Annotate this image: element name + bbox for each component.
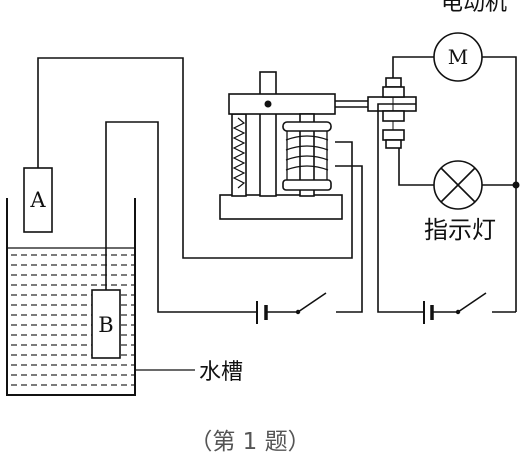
contacts (367, 77, 417, 149)
probe-a-label: A (29, 188, 46, 212)
indicator-lamp (433, 160, 483, 210)
lamp-caption: 指示灯 (424, 216, 496, 244)
motor-label: M (448, 45, 468, 69)
probe-a (23, 57, 353, 259)
motor-caption: 电动机 (441, 0, 507, 16)
control-switch (295, 165, 363, 315)
motor (433, 32, 483, 82)
figure-caption: （第 1 题） (189, 429, 310, 455)
output-switch (455, 292, 487, 315)
output-battery (423, 301, 434, 324)
junction-dot (512, 181, 520, 189)
pivot-dot (264, 100, 272, 108)
probe-b (91, 121, 257, 359)
probe-b-label: B (98, 313, 113, 337)
output-wiring (377, 56, 517, 313)
lower-contact (382, 129, 405, 141)
relay (219, 71, 372, 220)
tank-caption: 水槽 (199, 360, 243, 385)
upper-contact (382, 86, 405, 98)
control-battery (256, 301, 298, 324)
